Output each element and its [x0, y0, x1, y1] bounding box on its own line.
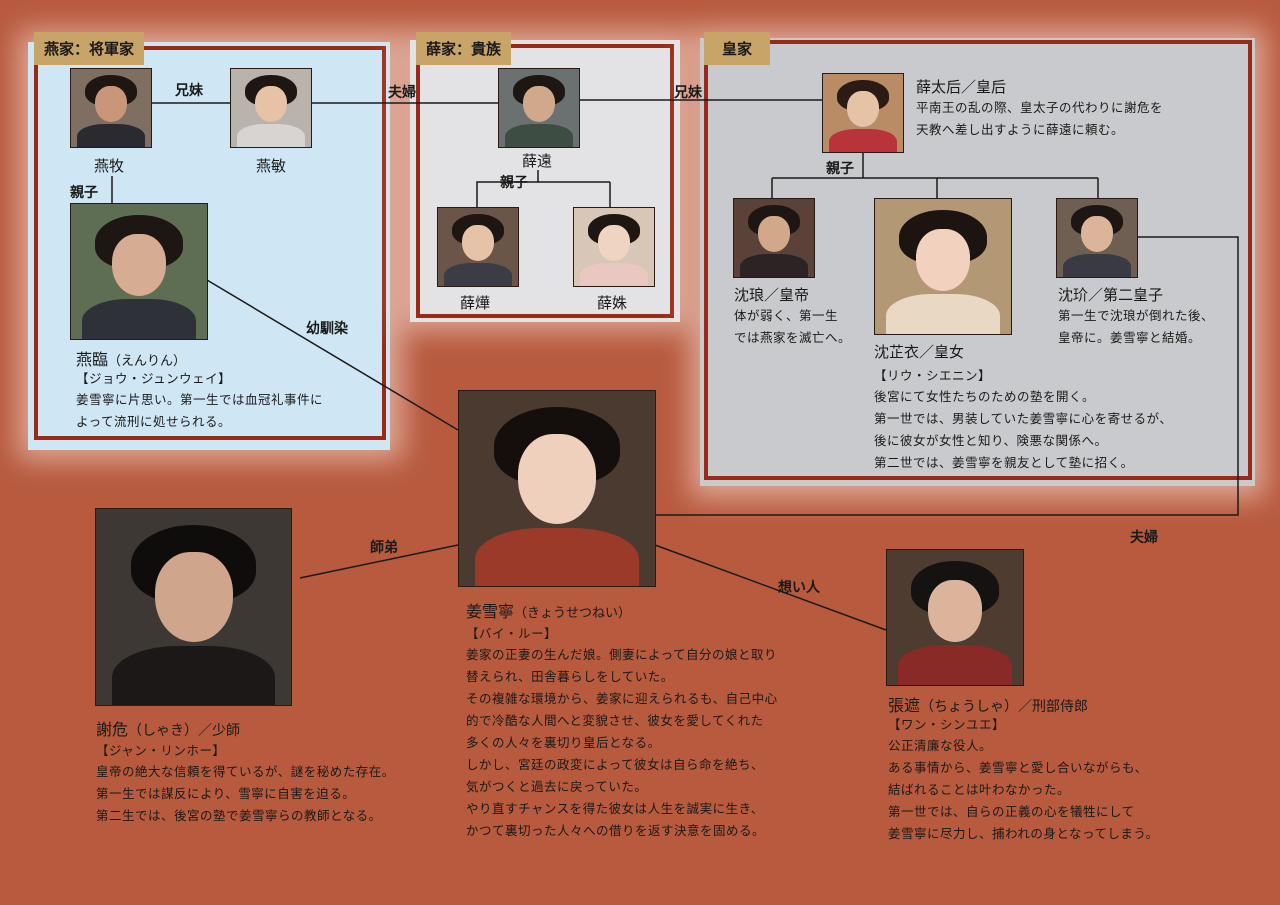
xue-family-tag: 薛家：貴族 [416, 32, 512, 65]
jiangxuening-reading: （きょうせつねい） [514, 606, 632, 621]
empress-dowager-name: 薛太后／皇后 [916, 78, 1007, 96]
shenlang-name: 沈琅／皇帝 [734, 286, 810, 304]
zhangzhe-actor: 【ワン・シンユエ】 [888, 717, 1006, 732]
xiewei-name: 謝危（しゃき）／少師 [96, 716, 240, 740]
relation-couple-yan-xue: 夫婦 [388, 85, 416, 101]
shenlang-portrait [733, 198, 815, 278]
shenzhiyi-name: 沈芷衣／皇女 [874, 343, 965, 361]
shenjie-name: 沈玠／第二皇子 [1058, 286, 1164, 304]
shenjie-portrait [1056, 198, 1138, 278]
royal-family-tag: 皇家 [704, 32, 771, 65]
yanmu-portrait [70, 68, 152, 148]
xueyuan-portrait [498, 68, 580, 148]
relation-parent-yan: 親子 [70, 185, 98, 201]
line-xue-parent [476, 170, 539, 207]
yan-family-tag: 燕家：将軍家 [34, 32, 145, 65]
xiewei-portrait [95, 508, 292, 706]
yanmu-name: 燕牧 [94, 157, 125, 175]
shenjie-desc: 第一生で沈琅が倒れた後、 皇帝に。姜雪寧と結婚。 [1058, 308, 1215, 345]
xueyuan-name: 薛遠 [522, 152, 553, 170]
empress-dowager-portrait [822, 73, 904, 153]
shenzhiyi-portrait [874, 198, 1012, 335]
relation-childhood-friend: 幼馴染 [306, 321, 348, 337]
xuehua-portrait [437, 207, 519, 287]
zhangzhe-name: 張遮（ちょうしゃ）／刑部侍郎 [888, 692, 1088, 716]
relation-parent-royal: 親子 [826, 161, 854, 177]
zhangzhe-reading: （ちょうしゃ）／刑部侍郎 [920, 699, 1089, 715]
xiewei-reading: （しゃき）／少師 [128, 723, 241, 739]
yanlin-portrait [70, 203, 208, 340]
jiangxuening-name: 姜雪寧（きょうせつねい） [466, 598, 631, 622]
yanlin-reading: （えんりん） [108, 354, 187, 369]
line-disciple [299, 544, 459, 579]
shenlang-desc: 体が弱く、第一生 では燕家を滅亡へ。 [734, 308, 852, 345]
line-childhood-friend [206, 279, 459, 431]
xueshu-portrait [573, 207, 655, 287]
jiangxuening-actor: 【バイ・ルー】 [466, 626, 558, 641]
shenzhiyi-actor: 【リウ・シエニン】 [874, 368, 992, 383]
line-beloved [654, 544, 887, 631]
xiewei-desc: 皇帝の絶大な信頼を得ているが、謎を秘めた存在。 第一生では謀反により、雪寧に自害… [96, 764, 395, 823]
jiangxuening-desc: 姜家の正妻の生んだ娘。側妻によって自分の娘と取り 替えられ、田舎暮らしをしていた… [466, 647, 778, 838]
xiewei-name-text: 謝危 [96, 720, 129, 739]
yanlin-name: 燕臨（えんりん） [76, 346, 186, 370]
empress-dowager-desc: 平南王の乱の際、皇太子の代わりに謝危を 天教へ差し出すように薛遠に頼む。 [916, 100, 1164, 137]
relation-siblings-xue-royal: 兄妹 [674, 85, 702, 101]
relation-parent-xue: 親子 [500, 175, 528, 191]
yanlin-desc: 姜雪寧に片思い。第一生では血冠礼事件に よって流刑に処せられる。 [76, 392, 324, 429]
xuehua-name: 薛燁 [460, 294, 491, 312]
jiangxuening-name-text: 姜雪寧 [466, 602, 515, 621]
relation-disciple: 師弟 [370, 540, 398, 556]
relation-main-couple: 夫婦 [1130, 530, 1158, 546]
relation-beloved: 想い人 [778, 580, 820, 596]
jiangxuening-portrait [458, 390, 656, 587]
yanmin-name: 燕敏 [256, 157, 287, 175]
line-main-couple [655, 236, 1239, 516]
yanmin-portrait [230, 68, 312, 148]
xueshu-name: 薛姝 [597, 294, 628, 312]
yanlin-name-text: 燕臨 [76, 350, 109, 369]
xiewei-actor: 【ジャン・リンホー】 [96, 743, 226, 758]
zhangzhe-name-text: 張遮 [888, 696, 921, 715]
zhangzhe-desc: 公正清廉な役人。 ある事情から、姜雪寧と愛し合いながらも、 結ばれることは叶わな… [888, 738, 1159, 841]
shenzhiyi-desc: 後宮にて女性たちのための塾を開く。 第一世では、男装していた姜雪寧に心を寄せるが… [874, 389, 1173, 470]
zhangzhe-portrait [886, 549, 1024, 686]
yanlin-actor: 【ジョウ・ジュンウェイ】 [76, 371, 232, 386]
relation-siblings-yan: 兄妹 [175, 83, 203, 99]
